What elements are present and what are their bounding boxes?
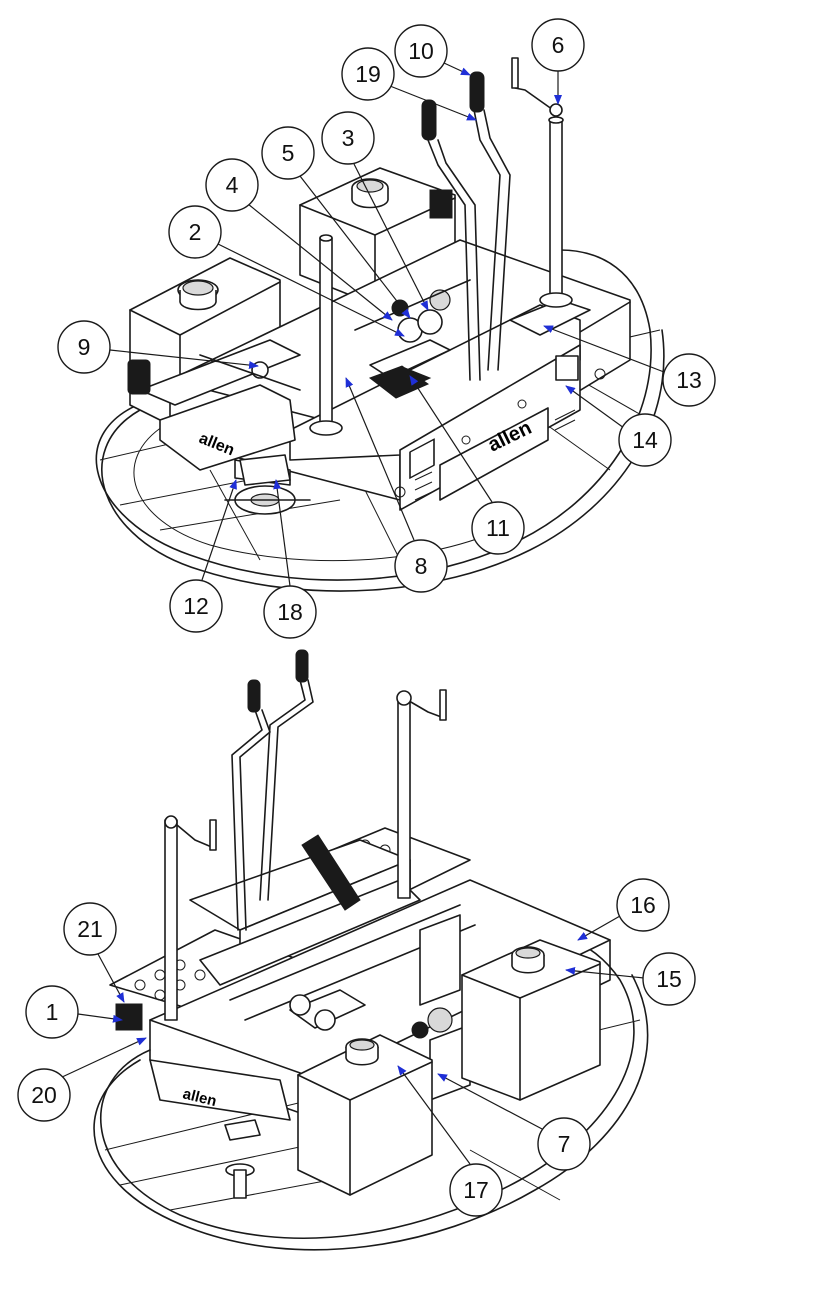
- svg-text:13: 13: [676, 367, 702, 393]
- svg-text:18: 18: [277, 599, 303, 625]
- svg-text:3: 3: [342, 125, 355, 151]
- bottom-fuel-tank-right: [461, 939, 601, 1101]
- callout-17: 17: [397, 1065, 503, 1217]
- svg-text:9: 9: [78, 334, 91, 360]
- bottom-chassis-frame: [149, 839, 611, 1121]
- bottom-steering-handles: [231, 649, 314, 931]
- callout-13: 13: [543, 325, 716, 407]
- callout-18: 18: [263, 479, 317, 639]
- top-left-spider-bracket: allen: [127, 339, 301, 486]
- bottom-left-handle-post: [164, 815, 217, 1021]
- callout-14: 14: [565, 385, 672, 467]
- callout-11: 11: [409, 375, 525, 555]
- callout-3: 3: [321, 111, 429, 311]
- svg-text:19: 19: [355, 61, 381, 87]
- svg-text:2: 2: [189, 219, 202, 245]
- callout-7: 7: [437, 1073, 591, 1171]
- bottom-drive-assembly: [289, 914, 471, 1101]
- svg-text:16: 16: [630, 892, 656, 918]
- bottom-foot-pedal: [301, 834, 361, 911]
- svg-text:5: 5: [282, 140, 295, 166]
- top-left-handle-post: [309, 234, 343, 436]
- svg-text:20: 20: [31, 1082, 57, 1108]
- svg-text:21: 21: [77, 916, 103, 942]
- top-right-handle-post: [511, 57, 573, 308]
- callout-5: 5: [261, 126, 411, 319]
- callout-12: 12: [169, 479, 237, 633]
- callout-9: 9: [57, 320, 259, 374]
- top-foot-pedal: [368, 365, 430, 399]
- callout-4: 4: [205, 158, 393, 321]
- svg-text:15: 15: [656, 966, 682, 992]
- callout-6: 6: [531, 18, 585, 105]
- callout-20: 20: [17, 1037, 147, 1122]
- bottom-right-handle-post: [396, 689, 447, 899]
- svg-text:1: 1: [46, 999, 59, 1025]
- top-machine-view: allen allen: [95, 57, 665, 592]
- callout-19: 19: [341, 47, 477, 121]
- bottom-left-bracket: allen: [149, 1059, 291, 1199]
- callout-15: 15: [565, 952, 696, 1006]
- top-steering-handles: [421, 71, 511, 381]
- callout-10: 10: [394, 24, 471, 78]
- svg-text:11: 11: [486, 515, 510, 541]
- svg-text:14: 14: [632, 427, 658, 453]
- svg-text:12: 12: [183, 593, 209, 619]
- svg-text:10: 10: [408, 38, 434, 64]
- svg-text:7: 7: [558, 1131, 571, 1157]
- callout-2: 2: [168, 205, 405, 337]
- svg-text:6: 6: [552, 32, 565, 58]
- callout-21: 21: [63, 902, 125, 1003]
- svg-text:8: 8: [415, 553, 428, 579]
- callout-16: 16: [577, 878, 670, 941]
- callout-8: 8: [345, 377, 448, 593]
- svg-text:17: 17: [463, 1177, 489, 1203]
- svg-text:4: 4: [226, 172, 239, 198]
- callout-1: 1: [25, 985, 123, 1039]
- bottom-machine-view: allen: [93, 649, 649, 1251]
